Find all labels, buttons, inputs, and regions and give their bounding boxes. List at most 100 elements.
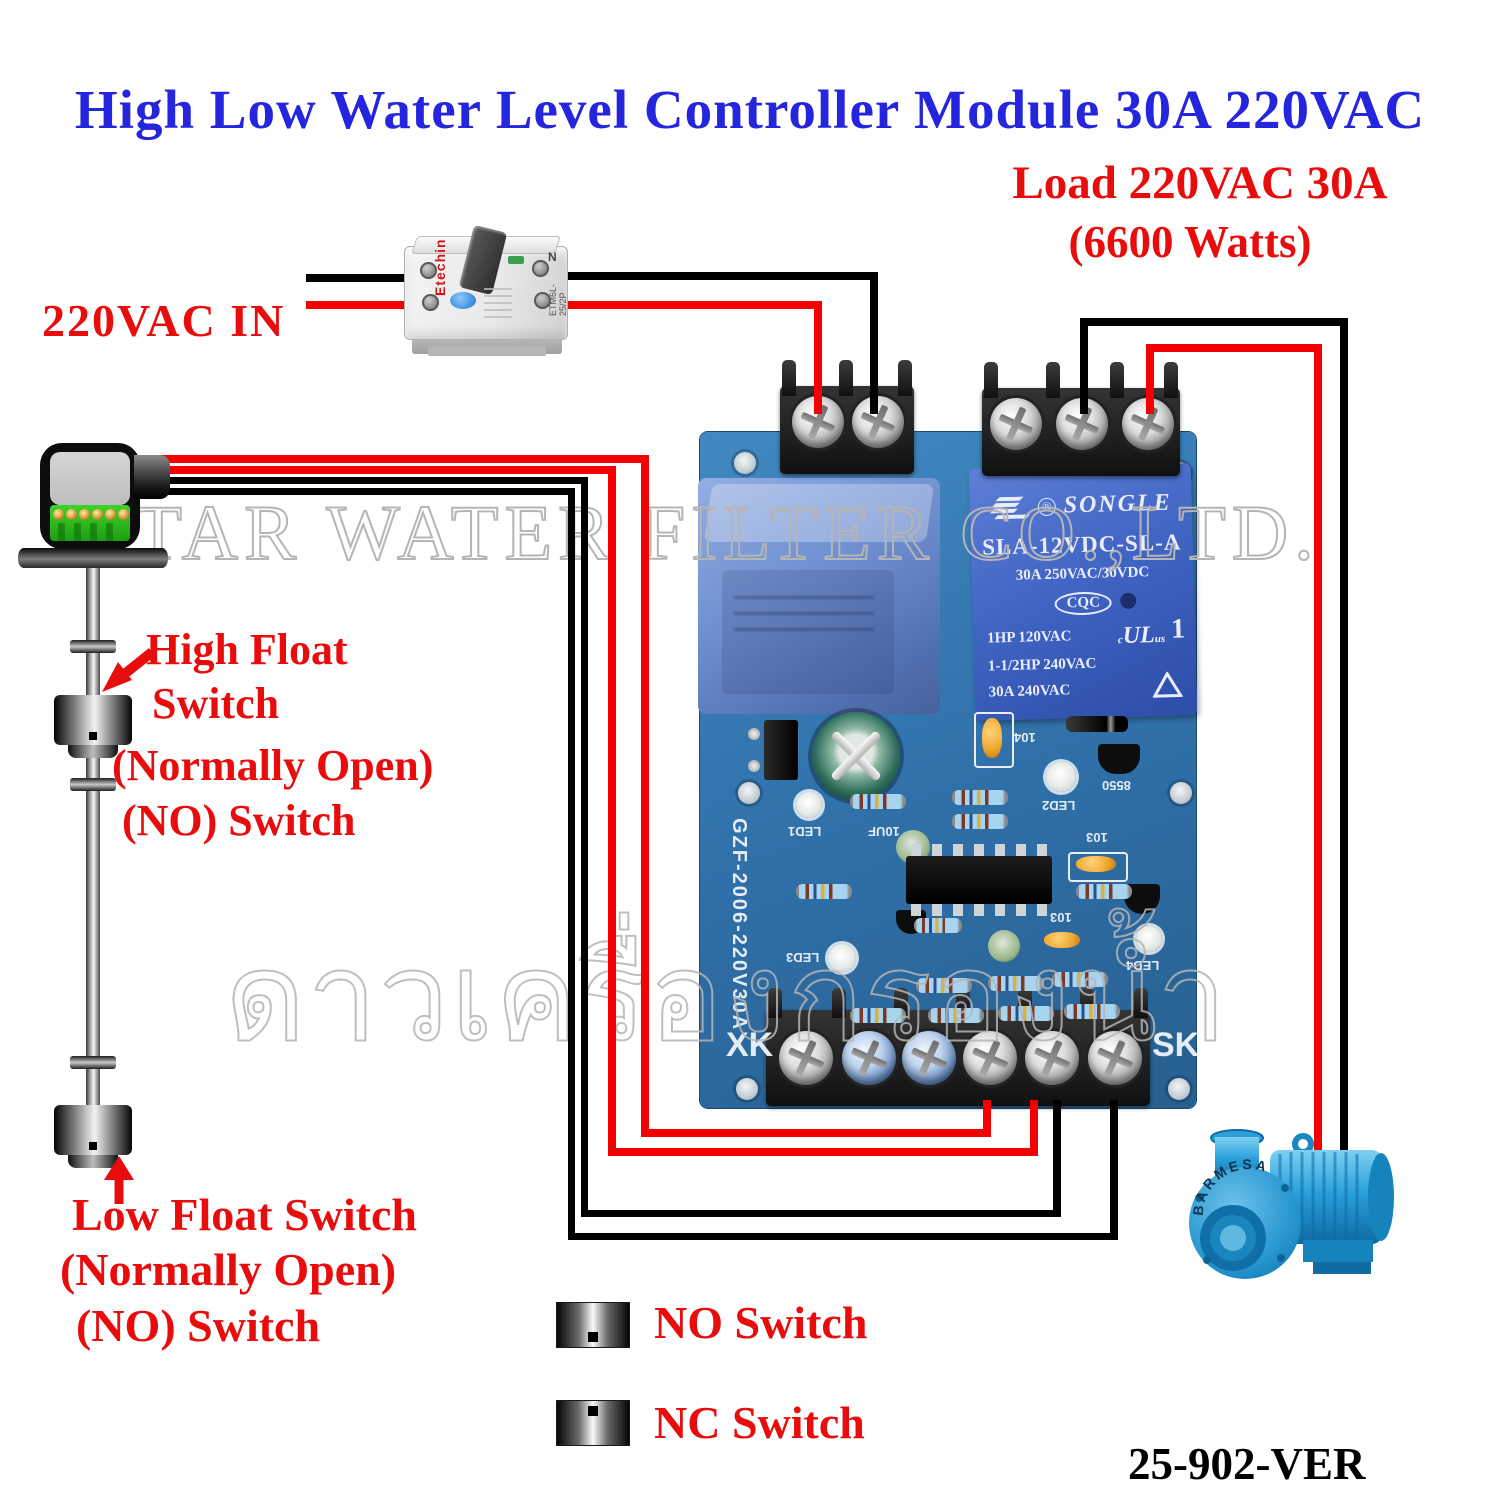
terminal-fin xyxy=(1134,988,1148,1018)
wire-in-neutral xyxy=(306,301,410,309)
terminal-fin xyxy=(1164,362,1178,398)
ceramic-capacitor-103 xyxy=(1076,856,1116,872)
mounting-hole xyxy=(1170,782,1192,804)
cqc-cert-mark: CQC xyxy=(1054,591,1113,616)
terminal-fin xyxy=(1110,362,1124,398)
resistor xyxy=(928,1008,984,1023)
legend-no-switch-icon xyxy=(556,1302,630,1348)
transistor-8550 xyxy=(1098,744,1140,774)
input-voltage-label: 220VAC IN xyxy=(42,295,286,346)
wire-load-red-down xyxy=(1314,344,1322,1156)
wire-breaker-board-red-v xyxy=(814,301,822,414)
low-float-hub xyxy=(68,1155,118,1168)
pcb-label-sk: SK xyxy=(1152,1026,1200,1064)
ul-mark: cULus xyxy=(1117,622,1166,649)
resistor xyxy=(952,790,1008,805)
water-pump: BARMESA xyxy=(1189,1129,1394,1279)
load-label-line2: (6600 Watts) xyxy=(1068,217,1312,267)
wire-float-red2-h2 xyxy=(608,1148,1038,1156)
wire-float-red1-h2 xyxy=(641,1129,991,1137)
watermark-company-th: ดาวเครื่องกรองน้ำ xyxy=(224,929,1229,1068)
terminal-fin xyxy=(782,360,796,396)
document-version: 25-902-VER xyxy=(1128,1439,1366,1489)
resistor xyxy=(1052,972,1108,987)
contact-dot xyxy=(588,1332,598,1342)
page-title: High Low Water Level Controller Module 3… xyxy=(74,79,1426,140)
small-capacitor xyxy=(988,930,1020,962)
wire-float-black2-h2 xyxy=(568,1233,1118,1240)
terminal-screw xyxy=(92,509,103,520)
resistor xyxy=(850,1008,906,1023)
breaker-terminal-screw xyxy=(420,262,437,279)
terminal-divider xyxy=(74,523,81,541)
watermark-company-en: STAR WATER FILTER CO.,LTD. xyxy=(84,488,1320,577)
wire-load-black-down xyxy=(1340,318,1348,1164)
float-switch-mounting-flange xyxy=(18,548,168,568)
terminal-fin xyxy=(984,362,998,398)
ul-file-number: 1 xyxy=(1170,613,1186,645)
breaker-status-indicator xyxy=(508,256,524,264)
wire-load-black-h xyxy=(1080,318,1348,326)
high-float xyxy=(54,695,132,745)
no-contact-dot xyxy=(89,732,97,740)
pcb-label-led1: LED1 xyxy=(788,824,822,839)
float-stop-collar xyxy=(70,1056,116,1069)
relay-hp2: 1-1/2HP 240VAC xyxy=(987,655,1097,675)
relay-hp1: 1HP 120VAC xyxy=(986,628,1072,647)
power-diode xyxy=(1066,716,1128,732)
terminal-divider xyxy=(58,523,65,541)
power-transformer xyxy=(698,478,940,714)
ic-pins xyxy=(911,904,1047,916)
power-relay: ® SONGLE SLA-12VDC-SL-A 30A 250VAC/30VDC… xyxy=(968,463,1198,721)
wire-float-black1-h2 xyxy=(581,1210,1061,1217)
wire-float-red2-h xyxy=(160,466,616,474)
terminal-screw xyxy=(902,1031,956,1085)
solder-pad xyxy=(748,728,760,740)
high-float-label-line1: High Float xyxy=(146,625,348,674)
terminal-screw xyxy=(842,1031,896,1085)
relay-rating2: 30A 240VAC xyxy=(988,682,1071,701)
low-float-label-line1: Low Float Switch xyxy=(72,1189,417,1240)
sensor-terminal-block xyxy=(766,988,1150,1106)
breaker-terminal-screw xyxy=(422,294,439,311)
terminal-screw xyxy=(990,398,1042,450)
no-contact-dot xyxy=(89,1142,97,1150)
pcb-label-10uf: 10UF xyxy=(868,824,900,839)
pcb-label-xk: XK xyxy=(726,1026,774,1064)
pcb-label-8550: 8550 xyxy=(1102,778,1131,793)
legend-nc-switch-label: NC Switch xyxy=(654,1397,865,1448)
legend-no-switch-label: NO Switch xyxy=(654,1297,868,1348)
float-switch-terminal-board xyxy=(50,505,130,541)
wire-float-black1-up xyxy=(1053,1100,1061,1217)
wire-load-red-h xyxy=(1146,344,1322,352)
wire-float-black2-h xyxy=(160,488,575,495)
resistor xyxy=(1064,1004,1120,1019)
terminal-screw xyxy=(1088,1031,1142,1085)
pcb-label-led2: LED2 xyxy=(1042,798,1076,813)
wire-float-black2-v xyxy=(568,488,575,1240)
terminal-screw xyxy=(779,1031,833,1085)
wire-float-red1-h xyxy=(160,455,649,463)
breaker-model-label: ETM6L-25/2P xyxy=(548,283,568,316)
terminal-fin xyxy=(832,988,846,1018)
led1 xyxy=(796,792,822,818)
wire-float-red1-up xyxy=(983,1100,991,1137)
wire-float-black2-up xyxy=(1110,1100,1118,1240)
relay-mold-dot xyxy=(1120,592,1137,610)
breaker-test-button xyxy=(450,292,476,309)
resistor xyxy=(850,794,906,809)
breaker-terminal-screw xyxy=(532,260,549,277)
mounting-hole xyxy=(1168,1078,1190,1100)
cert-triangle-icon xyxy=(1152,671,1183,698)
high-float-label-line3: (Normally Open) xyxy=(112,741,434,790)
voltage-regulator xyxy=(764,720,798,780)
high-float-label-line2: Switch xyxy=(152,679,280,728)
lifting-eye xyxy=(1292,1133,1314,1155)
wire-float-black1-v xyxy=(581,477,588,1217)
terminal-screw xyxy=(105,509,116,520)
terminal-screw xyxy=(79,509,90,520)
wire-float-red2-up xyxy=(1030,1100,1038,1156)
float-switch-head-cover xyxy=(50,452,130,505)
transformer-marking xyxy=(734,596,874,640)
